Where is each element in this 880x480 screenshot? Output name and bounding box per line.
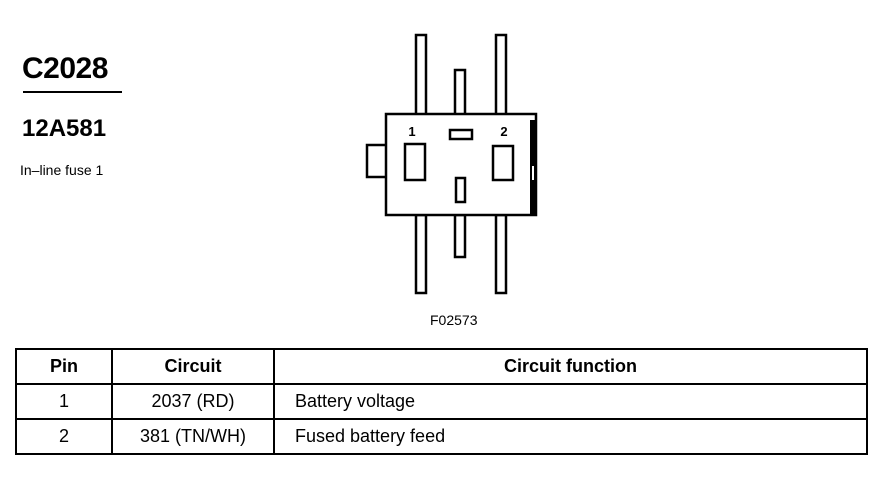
connector-latch xyxy=(365,143,389,179)
connector-description: In–line fuse 1 xyxy=(20,162,104,178)
pin-cell: 1 xyxy=(15,383,113,420)
terminal-blade-bottom-center xyxy=(453,213,467,259)
pinout-table: Pin Circuit Circuit function 1 2037 (RD)… xyxy=(15,348,868,455)
connector-diagram: 1 2 xyxy=(365,33,538,295)
terminal-blade-top-left xyxy=(414,33,428,117)
table-header-row: Pin Circuit Circuit function xyxy=(15,348,868,385)
key-slot-bottom xyxy=(454,176,467,204)
terminal-blade-top-right xyxy=(494,33,508,117)
pin-label-2: 2 xyxy=(500,124,507,139)
connector-id: C2028 xyxy=(22,52,108,85)
table-row: 2 381 (TN/WH) Fused battery feed xyxy=(15,418,868,455)
column-header-circuit: Circuit xyxy=(111,348,275,385)
part-number: 12A581 xyxy=(22,115,107,142)
cavity-pin-2 xyxy=(491,144,515,182)
cavity-pin-1 xyxy=(403,142,427,182)
figure-id: F02573 xyxy=(430,312,478,328)
title-underline xyxy=(23,91,122,93)
pin-label-1: 1 xyxy=(408,124,415,139)
key-slot-top xyxy=(448,128,474,141)
circuit-function-cell: Fused battery feed xyxy=(273,418,868,455)
column-header-pin: Pin xyxy=(15,348,113,385)
circuit-function-cell: Battery voltage xyxy=(273,383,868,420)
circuit-cell: 2037 (RD) xyxy=(111,383,275,420)
pin-cell: 2 xyxy=(15,418,113,455)
terminal-blade-bottom-right xyxy=(494,213,508,295)
column-header-circuit-function: Circuit function xyxy=(273,348,868,385)
circuit-cell: 381 (TN/WH) xyxy=(111,418,275,455)
terminal-blade-top-center xyxy=(453,68,467,117)
table-row: 1 2037 (RD) Battery voltage xyxy=(15,383,868,420)
terminal-blade-bottom-left xyxy=(414,213,428,295)
